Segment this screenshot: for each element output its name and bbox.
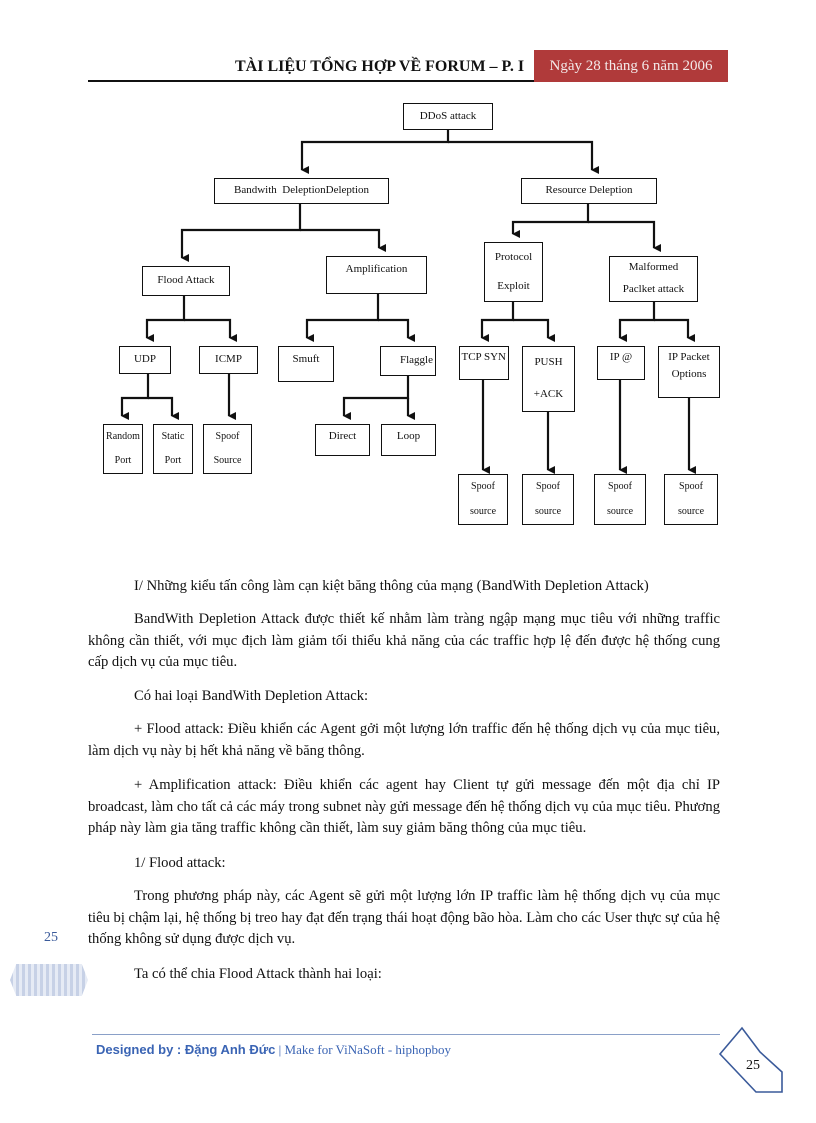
- node-spoof-source-2: Spoof source: [522, 474, 574, 525]
- margin-decoration: [10, 964, 88, 996]
- margin-page-number: 25: [44, 930, 58, 946]
- node-malformed-packet: Malformed Paclket attack: [609, 256, 698, 302]
- push-line-1: PUSH: [523, 356, 574, 370]
- paragraph-3: + Flood attack: Điều khiển các Agent gởi…: [88, 719, 720, 762]
- node-smurf: Smuft: [278, 346, 334, 382]
- node-resource-depletion: Resource Deleption: [521, 178, 657, 204]
- protocol-line-2: Exploit: [485, 280, 542, 294]
- spoof3-line-1: Spoof: [595, 481, 645, 494]
- ddos-diagram: DDoS attack Bandwith DeleptionDeleption …: [0, 0, 816, 540]
- paragraph-4: + Amplification attack: Điều khiển các a…: [88, 775, 720, 840]
- ip-packet-line-1: IP Packet: [659, 351, 719, 365]
- spoof2-line-2: source: [523, 506, 573, 519]
- node-loop: Loop: [381, 424, 436, 456]
- section-heading: I/ Những kiểu tấn công làm cạn kiệt băng…: [134, 576, 724, 598]
- footer-designer: Designed by : Đặng Anh Đức: [96, 1042, 275, 1057]
- node-tcp-syn: TCP SYN: [459, 346, 509, 380]
- paragraph-6: Trong phương pháp này, các Agent sẽ gửi …: [88, 886, 720, 951]
- node-spoof-source-4: Spoof source: [664, 474, 718, 525]
- malformed-line-2: Paclket attack: [610, 283, 697, 297]
- static-line-1: Static: [154, 431, 192, 444]
- footer-separator: |: [279, 1042, 282, 1057]
- node-static-port: Static Port: [153, 424, 193, 474]
- paragraph-7: Ta có thể chia Flood Attack thành hai lo…: [134, 964, 724, 986]
- node-icmp: ICMP: [199, 346, 258, 374]
- node-bandwidth-depletion: Bandwith DeleptionDeleption: [214, 178, 389, 204]
- node-spoof-source-icmp: Spoof Source: [203, 424, 252, 474]
- spoof4-line-2: source: [665, 506, 717, 519]
- subsection-heading: 1/ Flood attack:: [134, 853, 724, 875]
- node-random-port: Random Port: [103, 424, 143, 474]
- paragraph-2: Có hai loại BandWith Depletion Attack:: [134, 686, 724, 708]
- footer-credit: Designed by : Đặng Anh Đức | Make for Vi…: [96, 1042, 451, 1058]
- footer-page-number: 25: [746, 1058, 760, 1074]
- node-flood-attack: Flood Attack: [142, 266, 230, 296]
- protocol-line-1: Protocol: [485, 251, 542, 265]
- random-line-1: Random: [104, 431, 142, 444]
- node-direct: Direct: [315, 424, 370, 456]
- node-spoof-source-1: Spoof source: [458, 474, 508, 525]
- spoof4-line-1: Spoof: [665, 481, 717, 494]
- node-udp: UDP: [119, 346, 171, 374]
- spoof1-line-2: source: [459, 506, 507, 519]
- node-ddos-attack: DDoS attack: [403, 103, 493, 130]
- static-line-2: Port: [154, 455, 192, 468]
- node-ip-at: IP @: [597, 346, 645, 380]
- paragraph-1: BandWith Depletion Attack được thiết kế …: [88, 609, 720, 674]
- spoof-icmp-line-2: Source: [204, 455, 251, 468]
- footer-make: Make for ViNaSoft - hiphopboy: [285, 1042, 452, 1057]
- node-push-ack: PUSH +ACK: [522, 346, 575, 412]
- node-amplification: Amplification: [326, 256, 427, 294]
- random-line-2: Port: [104, 455, 142, 468]
- spoof1-line-1: Spoof: [459, 481, 507, 494]
- spoof3-line-2: source: [595, 506, 645, 519]
- footer-rule: [92, 1034, 720, 1035]
- node-spoof-source-3: Spoof source: [594, 474, 646, 525]
- node-ip-packet-options: IP Packet Options: [658, 346, 720, 398]
- node-fraggle: Flaggle: [380, 346, 436, 376]
- malformed-line-1: Malformed: [610, 261, 697, 275]
- node-protocol-exploit: Protocol Exploit: [484, 242, 543, 302]
- spoof-icmp-line-1: Spoof: [204, 431, 251, 444]
- spoof2-line-1: Spoof: [523, 481, 573, 494]
- push-line-2: +ACK: [523, 388, 574, 402]
- ip-packet-line-2: Options: [659, 368, 719, 382]
